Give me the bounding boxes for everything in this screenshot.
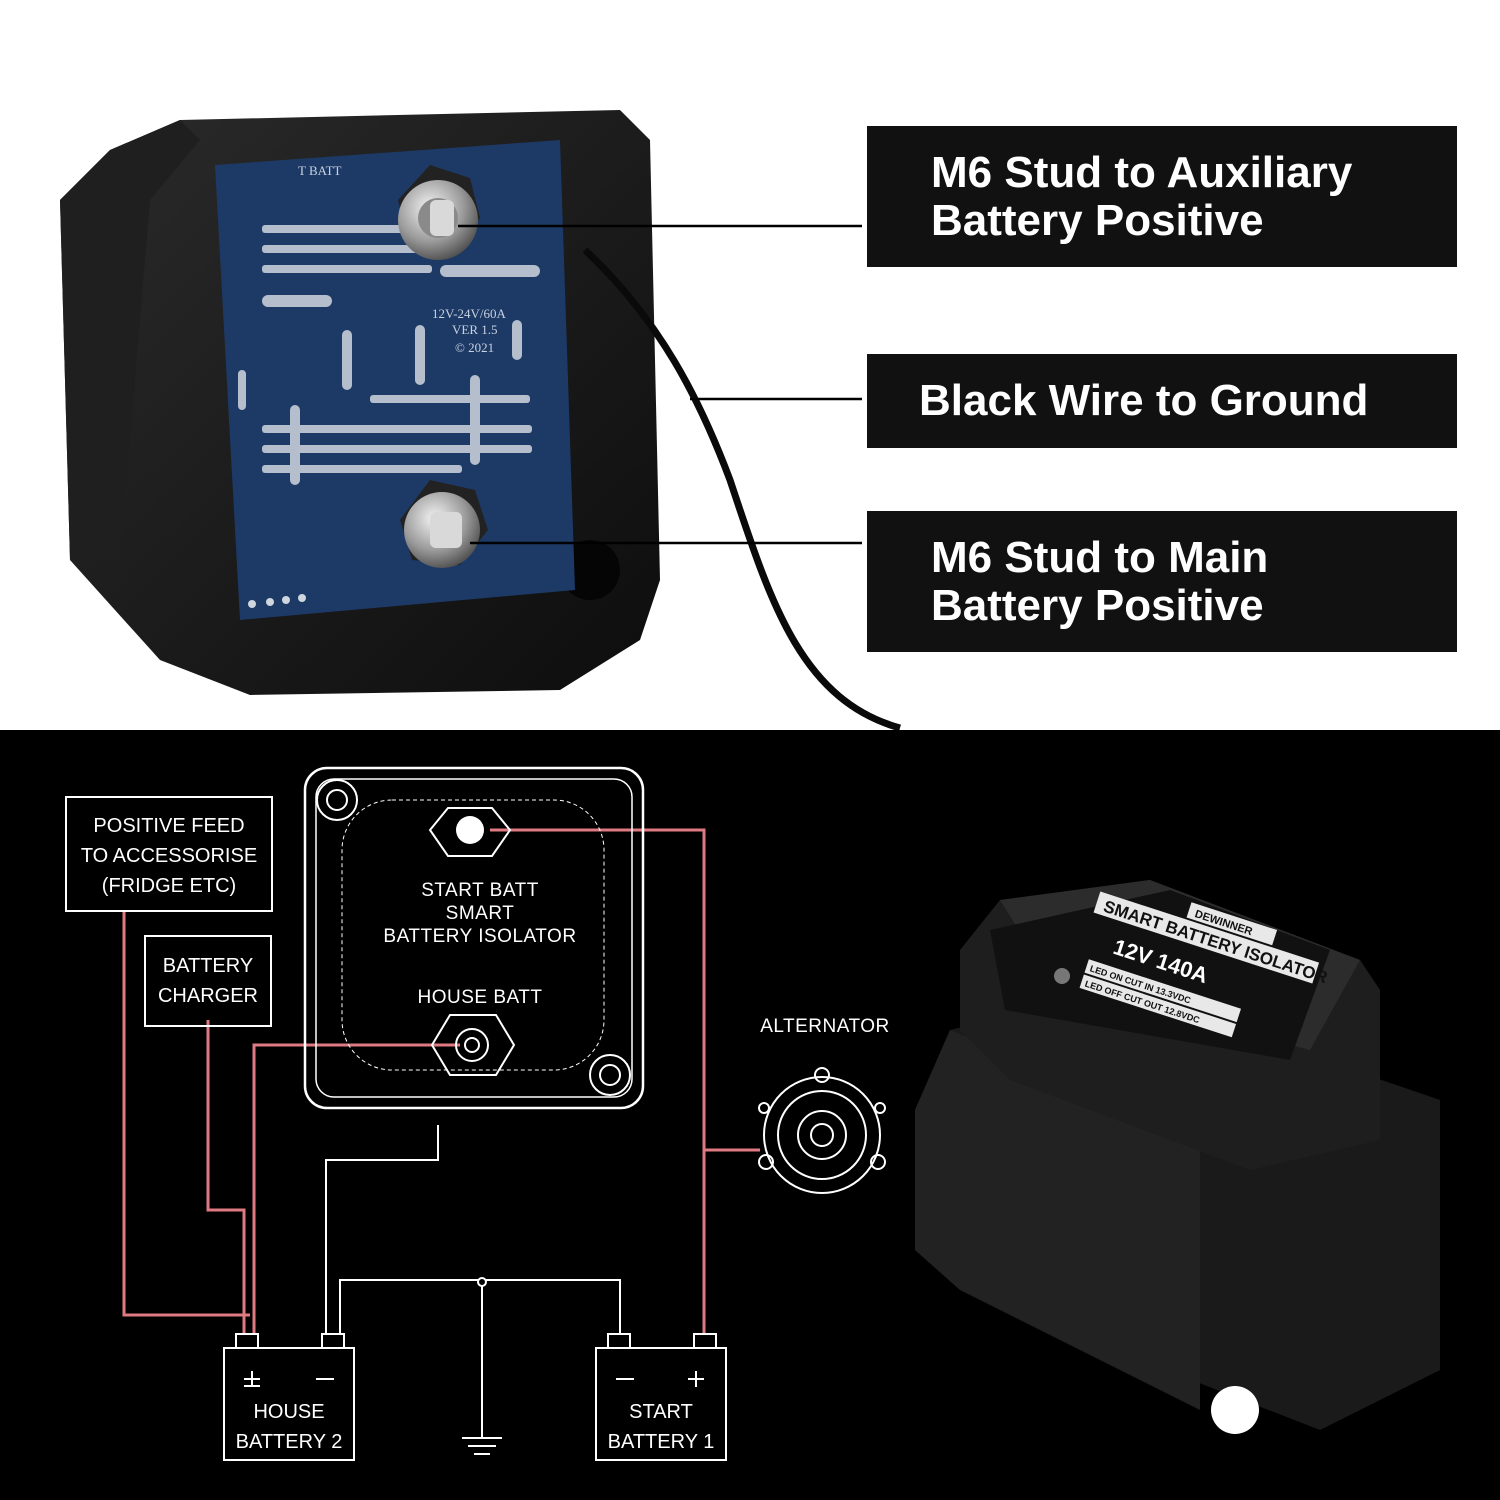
pcb-print: T BATT 12V-24V/60A VER 1.5 © 2021: [298, 163, 507, 355]
pcb-board: [215, 140, 575, 620]
diagram-label: T BATT: [298, 163, 342, 178]
diagram-label: HOUSE: [253, 1401, 324, 1423]
alternator-icon: [758, 1067, 886, 1194]
isolator-product-photo: SMART BATTERY ISOLATOR DEWINNER 12V 140A…: [915, 880, 1440, 1434]
diagram-label: 12V-24V/60A: [432, 306, 507, 321]
main-stud: [400, 480, 488, 568]
isolator-outline: [303, 766, 645, 1110]
diagram-label: START: [629, 1401, 693, 1423]
isolator-label-2: SMART: [446, 903, 515, 924]
diagram-label: BATTERY: [163, 955, 253, 977]
positive-wires: [122, 828, 760, 1335]
house-battery: [223, 1333, 355, 1461]
isolator-back-photo: T BATT 12V-24V/60A VER 1.5 © 2021: [60, 110, 901, 730]
wiring-diagram-panel: POSITIVE FEED TO ACCESSORISE (FRIDGE ETC…: [0, 730, 1500, 1500]
isolator-label-3: BATTERY ISOLATOR: [383, 926, 576, 947]
diagram-label: BATTERY 2: [236, 1431, 343, 1453]
aux-stud: [398, 165, 480, 260]
callout-main-positive-text: M6 Stud to Main Battery Positive: [931, 532, 1269, 630]
start-battery: [595, 1333, 727, 1461]
diagram-label: CHARGER: [158, 985, 258, 1007]
callout-aux-positive: M6 Stud to Auxiliary Battery Positive: [867, 126, 1457, 267]
callout-main-positive: M6 Stud to Main Battery Positive: [867, 511, 1457, 652]
isolator-label-1: START BATT: [421, 880, 539, 901]
diagram-label: (FRIDGE ETC): [102, 875, 236, 897]
pcb-vents: [238, 225, 540, 485]
wiring-diagram: POSITIVE FEED TO ACCESSORISE (FRIDGE ETC…: [65, 766, 1440, 1461]
diagram-label: BATTERY 1: [608, 1431, 715, 1453]
diagram-label: © 2021: [455, 340, 494, 355]
house-batt-label: HOUSE BATT: [418, 987, 543, 1008]
callout-ground-text: Black Wire to Ground: [919, 376, 1369, 425]
ground-and-neg-wires: [325, 1125, 621, 1455]
ground-wire: [582, 247, 901, 730]
diagram-label: POSITIVE FEED: [93, 815, 244, 837]
battery-charger-box: BATTERY CHARGER: [144, 935, 272, 1027]
callout-ground: Black Wire to Ground: [867, 354, 1457, 448]
diagram-label: TO ACCESSORISE: [81, 845, 257, 867]
positive-feed-box: POSITIVE FEED TO ACCESSORISE (FRIDGE ETC…: [65, 796, 273, 912]
callout-aux-positive-text: M6 Stud to Auxiliary Battery Positive: [931, 147, 1353, 245]
diagram-label: VER 1.5: [452, 322, 498, 337]
alternator-label: ALTERNATOR: [760, 1016, 890, 1037]
top-photo-panel: T BATT 12V-24V/60A VER 1.5 © 2021 M6 Stu…: [0, 0, 1500, 730]
mount-hole: [560, 540, 620, 600]
